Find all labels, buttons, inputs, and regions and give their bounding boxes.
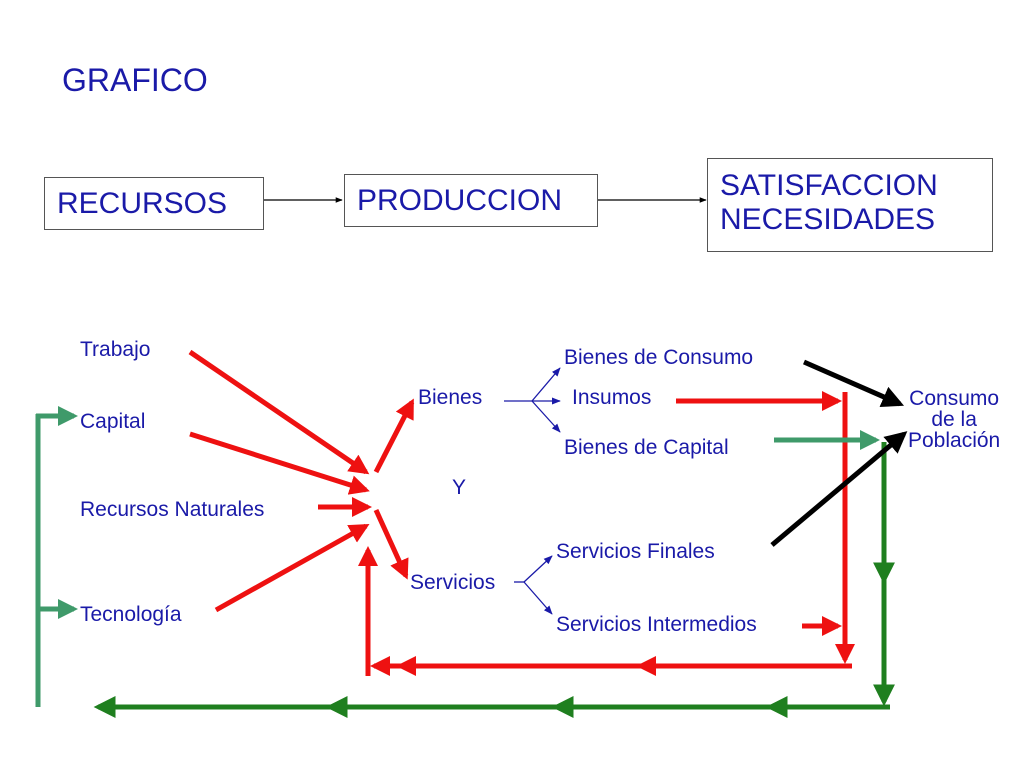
capital-label: Capital xyxy=(80,410,146,433)
trabajo-label: Trabajo xyxy=(80,338,151,361)
consumo-line3: Población xyxy=(908,429,1001,452)
servicios-label: Servicios xyxy=(410,571,496,594)
consumo-poblacion-label: Consumo de la Población xyxy=(908,388,1000,451)
recursos-naturales-label: Recursos Naturales xyxy=(80,498,265,521)
consumo-line1: Consumo xyxy=(909,387,1000,410)
tecnologia-label: Tecnología xyxy=(80,603,182,626)
branch-servicios-intermedios xyxy=(523,581,553,615)
diagram-title: GRAFICO xyxy=(62,62,208,98)
branch-servicios-finales xyxy=(523,555,553,583)
bienes-de-consumo-label: Bienes de Consumo xyxy=(564,346,754,369)
produccion-label: PRODUCCION xyxy=(357,184,563,217)
recursos-box: RECURSOS xyxy=(44,177,264,230)
arrow-tecnologia-in xyxy=(214,523,370,613)
produccion-box: PRODUCCION xyxy=(344,174,598,227)
servicios-finales-label: Servicios Finales xyxy=(556,540,715,563)
arrow-capital-in xyxy=(189,431,370,495)
arrow-trabajo-in xyxy=(188,349,370,475)
arrow-to-servicios xyxy=(373,508,409,580)
branch-bienes-consumo xyxy=(531,367,561,402)
satisfaccion-box: SATISFACCION NECESIDADES xyxy=(707,158,993,252)
consumo-line2: de la xyxy=(931,408,977,431)
arrow-bienes-consumo-to-poblacion xyxy=(802,359,905,408)
bienes-label: Bienes xyxy=(418,386,483,409)
necesidades-label: NECESIDADES xyxy=(720,203,936,236)
arrow-to-bienes xyxy=(373,398,415,474)
branch-bienes-capital xyxy=(531,400,561,433)
insumos-label: Insumos xyxy=(572,386,652,409)
y-label: Y xyxy=(452,476,467,499)
satisfaccion-label: SATISFACCION xyxy=(720,169,938,202)
recursos-label: RECURSOS xyxy=(57,187,228,220)
servicios-intermedios-label: Servicios Intermedios xyxy=(556,613,757,636)
bienes-de-capital-label: Bienes de Capital xyxy=(564,436,729,459)
arrow-servicios-finales-to-poblacion xyxy=(770,431,908,547)
